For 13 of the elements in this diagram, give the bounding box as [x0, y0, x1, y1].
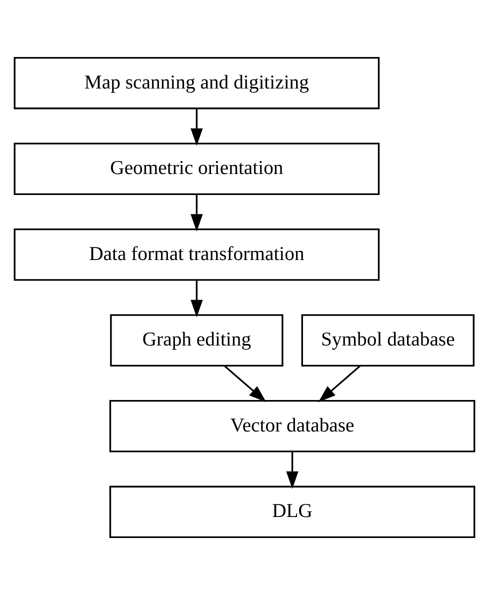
arrow — [190, 280, 202, 318]
node-box: Geometric orientation — [13, 142, 380, 195]
node-box: Data format transformation — [13, 228, 380, 281]
arrow — [318, 365, 360, 402]
node-box: Graph editing — [110, 314, 283, 367]
node-box: Map scanning and digitizing — [13, 56, 380, 110]
arrow — [223, 365, 266, 402]
node-box: Symbol database — [300, 314, 474, 367]
node-box: Vector database — [108, 400, 475, 452]
arrow — [190, 108, 202, 146]
arrow — [286, 452, 298, 489]
node-box: DLG — [108, 486, 475, 538]
arrow — [190, 194, 202, 232]
